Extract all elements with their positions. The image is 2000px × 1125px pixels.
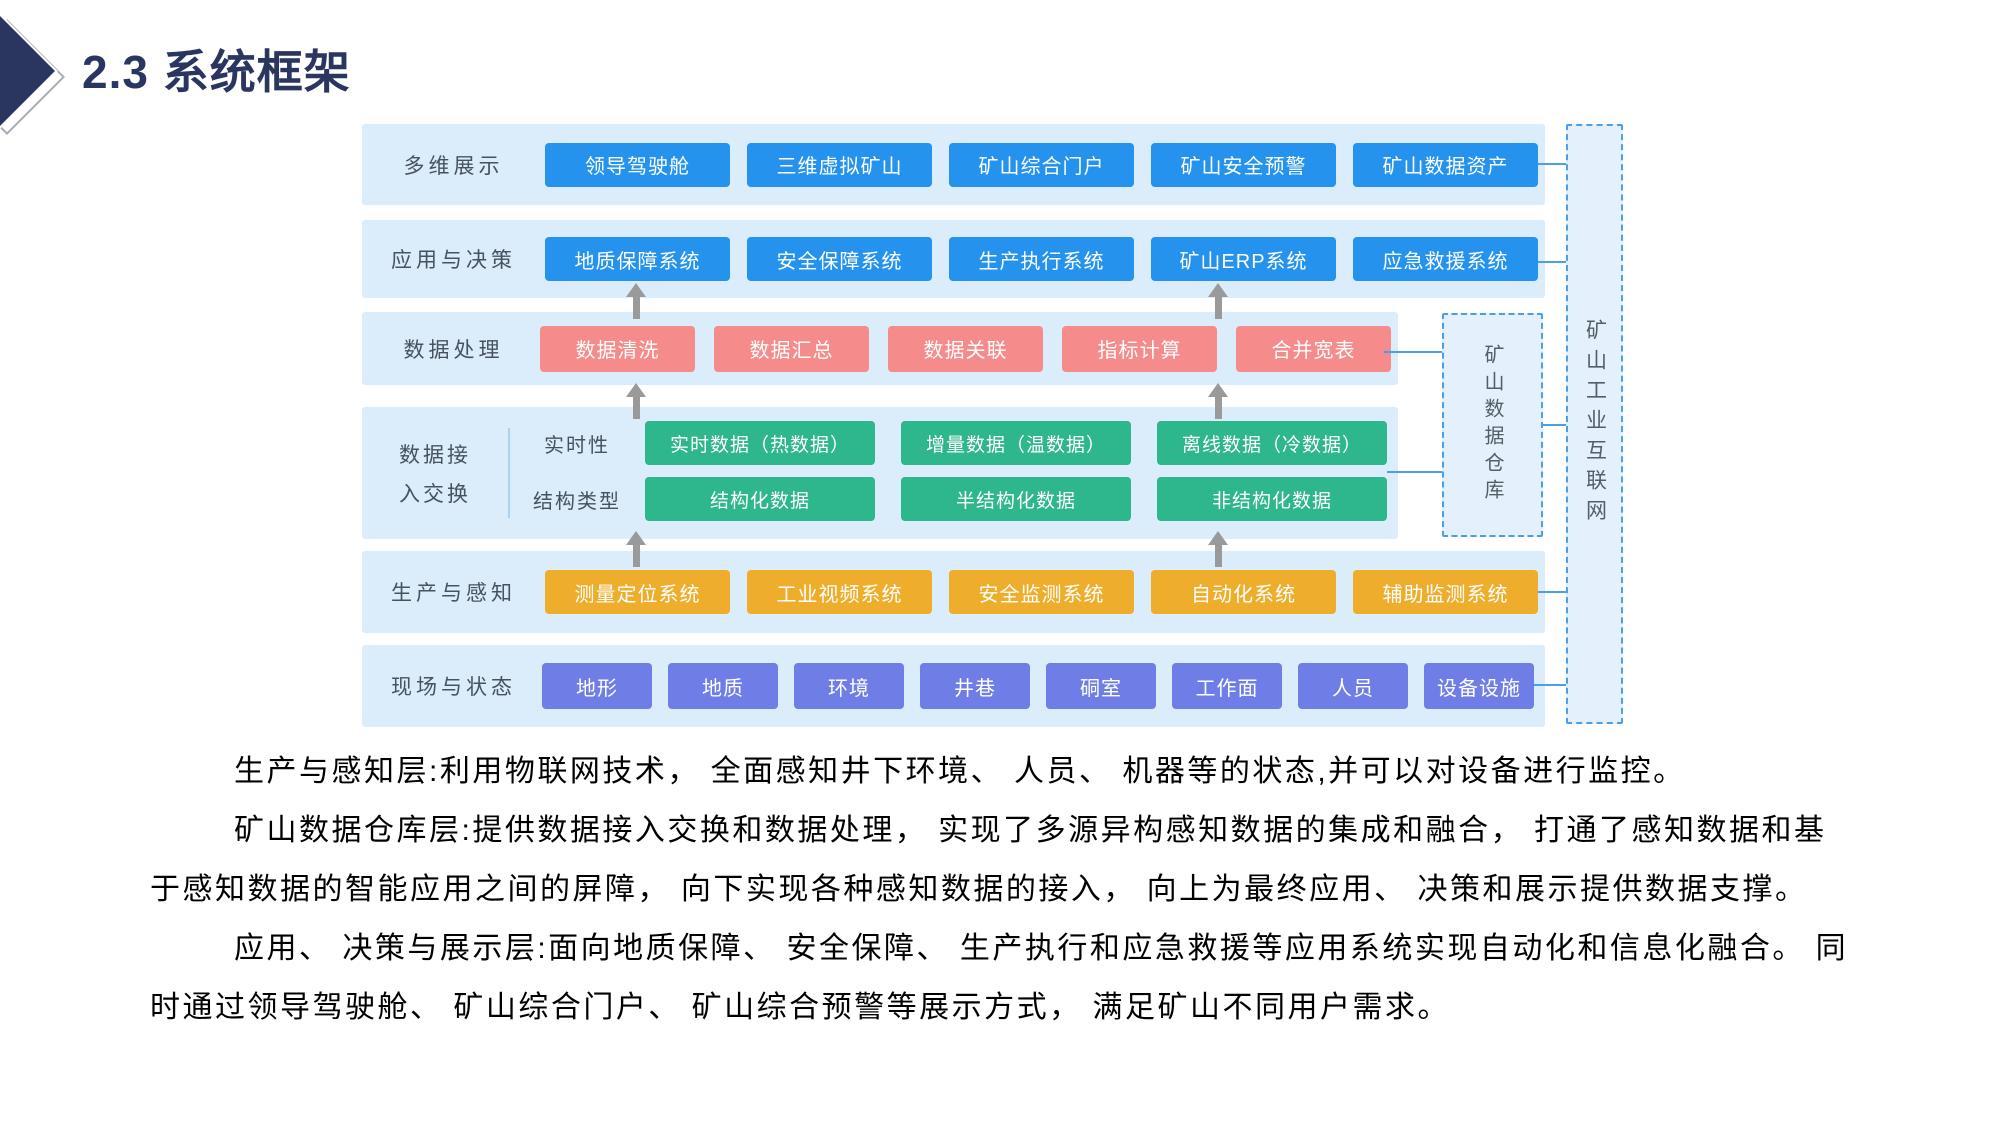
layer-application-items: 地质保障系统安全保障系统生产执行系统矿山ERP系统应急救援系统	[545, 220, 1538, 298]
warehouse-box: 矿山数据仓库	[1442, 313, 1543, 537]
perception-item-button: 辅助监测系统	[1353, 570, 1538, 614]
perception-item-button: 测量定位系统	[545, 570, 730, 614]
conn-display-internet	[1538, 163, 1566, 165]
realtime-item-button: 增量数据（温数据）	[901, 421, 1131, 465]
layer-site: 现场与状态 地形地质环境井巷硐室工作面人员设备设施	[362, 645, 1545, 727]
layer-display-items: 领导驾驶舱三维虚拟矿山矿山综合门户矿山安全预警矿山数据资产	[545, 124, 1538, 205]
chevron-fill-shape	[0, 13, 55, 129]
description-line: 生产与感知层:利用物联网技术， 全面感知井下环境、 人员、 机器等的状态,并可以…	[234, 755, 1686, 788]
up-arrow-icon	[626, 531, 646, 567]
site-item-button: 环境	[794, 663, 904, 709]
up-arrow-icon	[626, 283, 646, 319]
description-line: 矿山数据仓库层:提供数据接入交换和数据处理， 实现了多源异构感知数据的集成和融合…	[234, 814, 1827, 847]
layer-access-label-line1: 数据接	[399, 443, 471, 467]
layer-processing-items: 数据清洗数据汇总数据关联指标计算合并宽表	[540, 312, 1391, 385]
up-arrow-icon	[1208, 531, 1228, 567]
layer-processing-label: 数据处理	[403, 338, 504, 362]
processing-item-button: 合并宽表	[1236, 325, 1391, 372]
application-item-button: 应急救援系统	[1353, 237, 1538, 281]
processing-item-button: 数据清洗	[540, 325, 695, 372]
conn-processing-warehouse	[1384, 351, 1442, 353]
processing-item-button: 数据汇总	[714, 325, 869, 372]
structure-item-button: 结构化数据	[645, 477, 875, 521]
description-line: 应用、 决策与展示层:面向地质保障、 安全保障、 生产执行和应急救援等应用系统实…	[234, 932, 1849, 965]
layer-access-label: 数据接 入交换	[362, 407, 508, 539]
industrial-internet-box: 矿山工业互联网	[1566, 124, 1623, 724]
layer-perception-items: 测量定位系统工业视频系统安全监测系统自动化系统辅助监测系统	[545, 551, 1538, 633]
display-item-button: 矿山安全预警	[1151, 142, 1336, 187]
structure-item-button: 半结构化数据	[901, 477, 1131, 521]
conn-perception-internet	[1538, 591, 1566, 593]
conn-site-internet	[1534, 684, 1566, 686]
layer-perception: 生产与感知 测量定位系统工业视频系统安全监测系统自动化系统辅助监测系统	[362, 551, 1545, 633]
access-subrow-structure: 结构类型 结构化数据半结构化数据非结构化数据	[509, 477, 1387, 521]
description-line: 时通过领导驾驶舱、 矿山综合门户、 矿山综合预警等展示方式， 满足矿山不同用户需…	[150, 991, 1451, 1024]
realtime-item-button: 离线数据（冷数据）	[1157, 421, 1387, 465]
site-item-button: 人员	[1298, 663, 1408, 709]
site-item-button: 硐室	[1046, 663, 1156, 709]
layer-site-label: 现场与状态	[391, 676, 516, 699]
description-text: 生产与感知层:利用物联网技术， 全面感知井下环境、 人员、 机器等的状态,并可以…	[150, 742, 1866, 1037]
perception-item-button: 自动化系统	[1151, 570, 1336, 614]
layer-application-label: 应用与决策	[391, 249, 516, 272]
application-item-button: 生产执行系统	[949, 237, 1134, 281]
up-arrow-icon	[1208, 283, 1228, 319]
industrial-internet-box-label: 矿山工业互联网	[1583, 319, 1607, 529]
layer-perception-label: 生产与感知	[391, 582, 516, 605]
display-item-button: 矿山数据资产	[1353, 142, 1538, 187]
realtime-item-button: 实时数据（热数据）	[645, 421, 875, 465]
layer-access-label-line2: 入交换	[399, 482, 471, 506]
layer-access: 数据接 入交换 实时性 实时数据（热数据）增量数据（温数据）离线数据（冷数据） …	[362, 407, 1398, 539]
application-item-button: 地质保障系统	[545, 237, 730, 281]
display-item-button: 领导驾驶舱	[545, 142, 730, 187]
site-item-button: 工作面	[1172, 663, 1282, 709]
description-line: 于感知数据的智能应用之间的屏障， 向下实现各种感知数据的接入， 向上为最终应用、…	[150, 873, 1808, 906]
layer-display: 多维展示 领导驾驶舱三维虚拟矿山矿山综合门户矿山安全预警矿山数据资产	[362, 124, 1545, 205]
display-item-button: 三维虚拟矿山	[747, 142, 932, 187]
up-arrow-icon	[1208, 383, 1228, 419]
site-item-button: 设备设施	[1424, 663, 1534, 709]
access-subrow-realtime: 实时性 实时数据（热数据） 增量数据（温数据） 离线数据（冷数据）	[509, 421, 1387, 465]
layer-application: 应用与决策 地质保障系统安全保障系统生产执行系统矿山ERP系统应急救援系统	[362, 220, 1545, 298]
site-item-button: 地质	[668, 663, 778, 709]
processing-item-button: 指标计算	[1062, 325, 1217, 372]
layer-display-label: 多维展示	[403, 154, 504, 178]
chevron-outline-shape	[0, 19, 65, 135]
realtime-label: 实时性	[544, 434, 610, 457]
perception-item-button: 安全监测系统	[949, 570, 1134, 614]
conn-warehouse-internet	[1543, 424, 1566, 426]
perception-item-button: 工业视频系统	[747, 570, 932, 614]
site-item-button: 井巷	[920, 663, 1030, 709]
realtime-items: 实时数据（热数据） 增量数据（温数据） 离线数据（冷数据）	[645, 421, 1387, 465]
up-arrow-icon	[626, 383, 646, 419]
page-title: 2.3 系统框架	[82, 46, 351, 98]
layer-site-items: 地形地质环境井巷硐室工作面人员设备设施	[542, 645, 1534, 727]
structure-label: 结构类型	[533, 490, 621, 513]
site-item-button: 地形	[542, 663, 652, 709]
processing-item-button: 数据关联	[888, 325, 1043, 372]
application-item-button: 安全保障系统	[747, 237, 932, 281]
conn-access-warehouse	[1387, 471, 1442, 473]
access-divider	[508, 428, 510, 518]
layer-processing: 数据处理 数据清洗数据汇总数据关联指标计算合并宽表	[362, 312, 1398, 385]
structure-item-button: 非结构化数据	[1157, 477, 1387, 521]
conn-application-internet	[1538, 261, 1566, 263]
structure-items: 结构化数据半结构化数据非结构化数据	[645, 477, 1387, 521]
display-item-button: 矿山综合门户	[949, 142, 1134, 187]
application-item-button: 矿山ERP系统	[1151, 237, 1336, 281]
warehouse-box-label: 矿山数据仓库	[1481, 344, 1503, 506]
